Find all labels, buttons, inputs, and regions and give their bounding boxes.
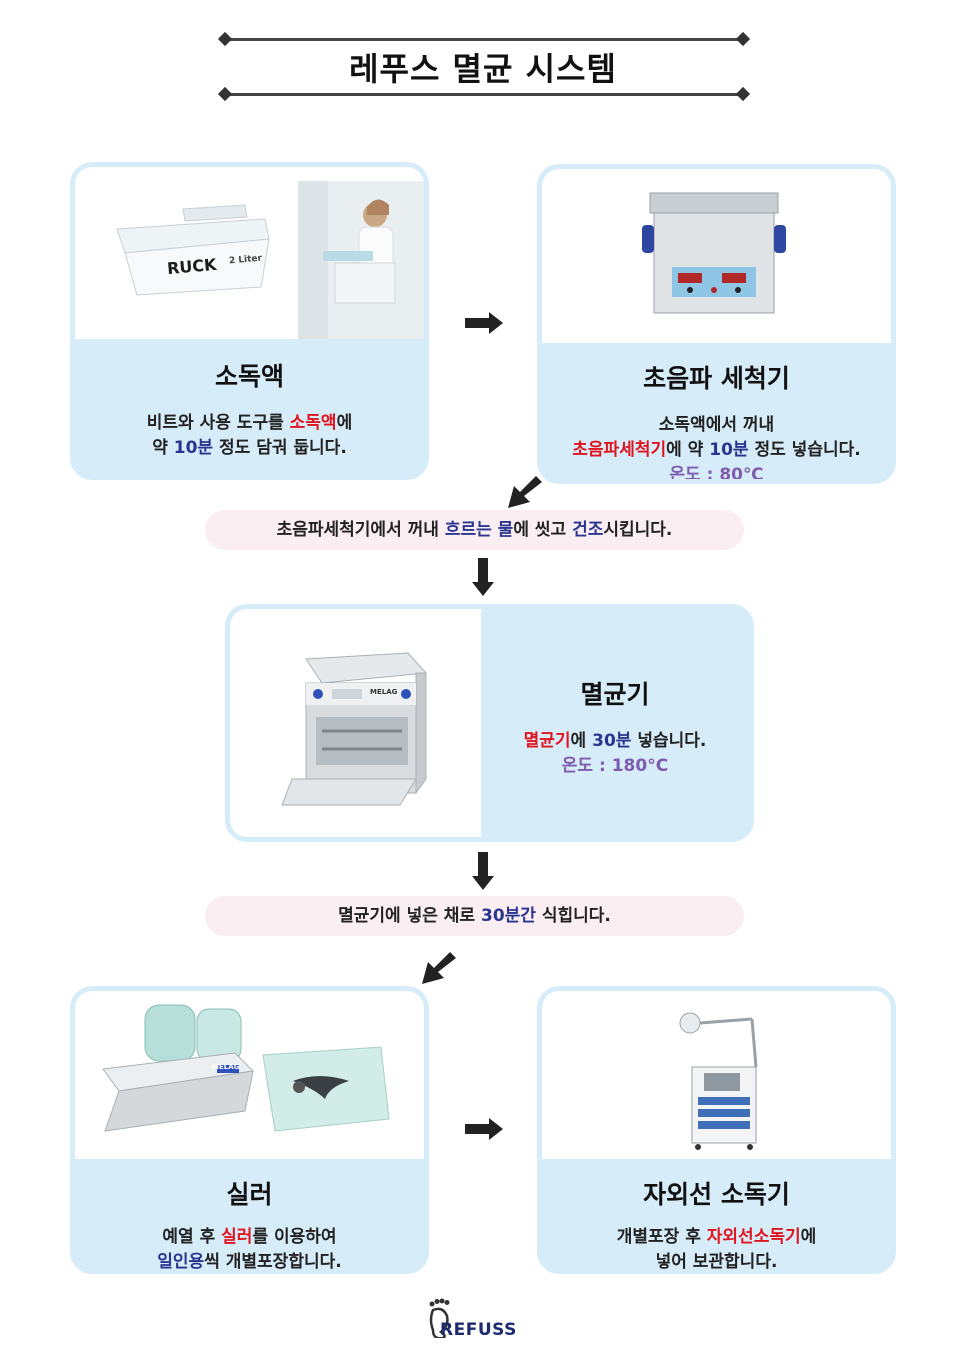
arrow-right-icon xyxy=(465,312,503,334)
step1-description: 비트와 사용 도구를 소독액에 약 10분 정도 담궈 둡니다. xyxy=(75,411,424,461)
refuss-logo: REFUSS xyxy=(428,1298,524,1344)
title-rule-top xyxy=(222,38,746,41)
step4-line1: 예열 후 실러를 이용하여 xyxy=(162,1227,337,1247)
rinse-dry-note: 초음파세척기에서 꺼내 흐르는 물에 씻고 건조시킵니다. xyxy=(205,510,744,550)
photo-brand-label: MELAG xyxy=(212,1063,240,1071)
step1-card: RUCK 2 Liter 소독액 비트와 사용 도구를 소독액에 약 10분 정… xyxy=(70,162,429,480)
step4-description: 예열 후 실러를 이용하여 일인용씩 개별포장합니다. xyxy=(75,1225,424,1272)
page-title: 레푸스 멸균 시스템 xyxy=(349,50,617,88)
disinfectant-tray-icon xyxy=(116,181,424,339)
arrow-down-icon xyxy=(472,852,494,890)
step2-temperature: 온도 : 80℃ xyxy=(669,465,764,484)
step5-heading: 자외선 소독기 xyxy=(643,1180,790,1209)
step5-photo xyxy=(542,991,891,1159)
ultrasonic-cleaner-icon xyxy=(642,192,786,314)
step2-line2: 초음파세척기에 약 10분 정도 넣습니다. xyxy=(572,440,861,460)
step5-description: 개별포장 후 자외선소독기에 넣어 보관합니다. xyxy=(542,1225,891,1272)
step3-temperature: 온도 : 180°C xyxy=(561,756,669,776)
step3-description: 멸균기에 30분 넣습니다. 온도 : 180°C xyxy=(481,729,749,779)
step3-photo: MELAG xyxy=(230,609,481,837)
step1-photo: RUCK 2 Liter xyxy=(75,167,424,339)
cooling-note: 멸균기에 넣은 채로 30분간 식힙니다. xyxy=(205,896,744,936)
step5-line1: 개별포장 후 자외선소독기에 xyxy=(616,1227,817,1247)
step3-line1: 멸균기에 30분 넣습니다. xyxy=(523,731,707,751)
photo-brand-label: MELAG xyxy=(370,688,398,696)
step4-card: MELAG 실러 예열 후 실러를 이용하여 일인용씩 개별포장합니다. xyxy=(70,986,429,1274)
step4-line2: 일인용씩 개별포장합니다. xyxy=(157,1252,342,1272)
sealer-icon xyxy=(102,1004,390,1132)
step4-photo: MELAG xyxy=(75,991,424,1159)
arrow-down-left-icon xyxy=(422,952,456,984)
step4-heading: 실러 xyxy=(226,1180,273,1209)
step2-photo xyxy=(542,169,891,343)
uv-sterilizer-cabinet-icon xyxy=(679,1012,758,1150)
sterilizer-icon xyxy=(281,652,428,806)
step1-heading: 소독액 xyxy=(214,362,284,391)
arrow-right-icon xyxy=(465,1118,503,1140)
step3-card: MELAG 멸균기 멸균기에 30분 넣습니다. 온도 : 180°C xyxy=(225,604,754,842)
arrow-down-icon xyxy=(472,558,494,596)
step2-line1: 소독액에서 꺼내 xyxy=(658,415,775,435)
step1-line2: 약 10분 정도 담궈 둡니다. xyxy=(152,438,347,458)
step2-heading: 초음파 세척기 xyxy=(643,364,790,393)
footprint-icon xyxy=(429,1298,450,1338)
arrow-down-left-icon xyxy=(508,476,542,508)
step2-card: 초음파 세척기 소독액에서 꺼내 초음파세척기에 약 10분 정도 넣습니다. … xyxy=(537,164,896,484)
step3-heading: 멸균기 xyxy=(580,680,650,709)
step2-description: 소독액에서 꺼내 초음파세척기에 약 10분 정도 넣습니다. 온도 : 80℃ xyxy=(542,413,891,484)
logo-text: REFUSS xyxy=(440,1320,517,1340)
title-rule-bottom xyxy=(222,93,746,96)
step1-line1: 비트와 사용 도구를 소독액에 xyxy=(146,413,353,433)
step5-line2: 넣어 보관합니다. xyxy=(655,1252,778,1272)
step5-card: 자외선 소독기 개별포장 후 자외선소독기에 넣어 보관합니다. xyxy=(537,986,896,1274)
